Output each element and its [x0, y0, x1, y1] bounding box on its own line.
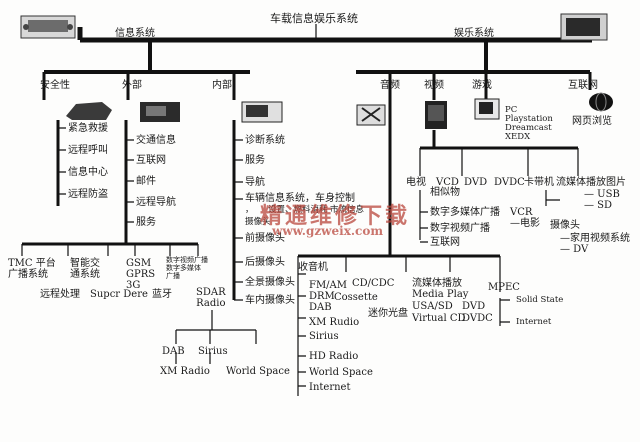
globe-icon: [589, 92, 613, 112]
bluetooth-label: 蓝牙: [152, 289, 172, 300]
safety-device-image: [66, 102, 112, 120]
watermark-text: 精通维修下载: [260, 203, 411, 229]
internal-item: 前摄像头: [245, 233, 285, 244]
solid-state-label: Solid State: [516, 295, 564, 305]
external-item: 远程导航: [136, 197, 176, 208]
mini-disc-label: 迷你光盘: [368, 308, 408, 319]
internal-item: 服务: [245, 155, 265, 166]
sdar-item: XM Radio: [160, 366, 210, 377]
diagnostic-device-image: [241, 101, 283, 123]
video-label: 视频: [424, 80, 444, 91]
internal-item: 导航: [245, 177, 265, 188]
game-console-image: [474, 98, 500, 120]
sdar-item: DAB: [162, 346, 185, 357]
gsm-label: GSM GPRS 3G: [126, 258, 156, 291]
watermark-url: www.gzweix.com: [272, 224, 384, 238]
external-item: 邮件: [136, 176, 156, 187]
internal-item: 诊断系统: [245, 135, 285, 146]
video-screen-image: [425, 101, 447, 129]
radio-item: FM/AM: [309, 280, 348, 291]
internal-item: 后摄像头: [245, 257, 285, 268]
sdar-label: SDAR Radio: [196, 287, 226, 309]
internal-partial: ，: [245, 205, 254, 215]
audio-internet-label: Internet: [516, 317, 552, 327]
audio-player-image: [356, 104, 386, 126]
internal-partial: 设置、燃料消耗: [268, 205, 328, 215]
cassette-player-label: 卡带机: [524, 177, 554, 188]
game-item: XEDX: [505, 132, 531, 142]
video-dvd-label: DVD: [464, 177, 488, 188]
external-item: 互联网: [136, 155, 166, 166]
radio-label: 收音机: [298, 262, 328, 273]
internal-item: 车内摄像头: [245, 295, 295, 306]
game-item: PC: [505, 105, 518, 115]
virtual-cd-label: Virtual CD: [412, 313, 466, 324]
audio-dvdc-label: DVDC: [462, 313, 493, 324]
radio-item: World Space: [309, 367, 373, 378]
radio-item: DRM: [309, 291, 335, 302]
usb-label: — USB: [584, 189, 620, 200]
streaming-pictures-label: 流媒体播放图片: [556, 177, 626, 188]
web-browse-label: 网页浏览: [572, 116, 612, 127]
internet-label: 互联网: [568, 80, 598, 91]
media-play-label: Media Play: [412, 289, 469, 300]
navigation-device-image: [140, 102, 180, 122]
video-item: 数字视频广播: [430, 223, 490, 234]
game-item: Dreamcast: [505, 123, 552, 133]
audio-label: 音频: [380, 80, 400, 91]
car-radio-unit-image: [20, 15, 76, 39]
audio-stream-label: 流媒体播放: [412, 278, 462, 289]
radio-item: HD Radio: [309, 351, 359, 362]
radio-item: XM Rudio: [309, 317, 360, 328]
dv-label: — DV: [560, 244, 589, 255]
entertainment-screen-image: [560, 13, 608, 41]
video-item: 数字多媒体广播: [430, 207, 500, 218]
audio-dvd-label: DVD: [462, 301, 486, 312]
sd-label: — SD: [584, 200, 613, 211]
external-item: 服务: [136, 217, 156, 228]
radio-item: DAB: [309, 302, 332, 313]
video-dvdc-label: DVDC: [494, 177, 525, 188]
root-title: 车载信息娱乐系统: [270, 12, 358, 25]
internal-item: 全景摄像头: [245, 277, 295, 288]
sdar-item: World Space: [226, 366, 290, 377]
internal-label: 内部: [212, 80, 232, 91]
home-video-label: —家用视频系统: [560, 233, 630, 244]
vcd-label: VCD: [436, 177, 459, 188]
internal-item: 车辆信息系统，车身控制: [245, 193, 355, 204]
usa-sd-label: USA/SD: [412, 301, 453, 312]
safety-item: 远程防盗: [68, 189, 108, 200]
entertainment-label: 娱乐系统: [454, 28, 494, 39]
video-item: 互联网: [430, 237, 460, 248]
tv-label: 电视: [406, 177, 426, 188]
safety-item: 远程呼叫: [68, 145, 108, 156]
game-item: Playstation: [505, 114, 553, 124]
digital-media-label: 数字视频广播 数字多媒体 广播: [166, 256, 208, 280]
safety-item: 信息中心: [68, 167, 108, 178]
tmc-label: TMC 平台 广播系统: [8, 258, 56, 280]
super-label: Supcr Dere: [90, 289, 148, 300]
safety-item: 紧急救援: [68, 123, 108, 134]
safety-label: 安全性: [40, 80, 70, 91]
external-label: 外部: [122, 80, 142, 91]
info-system-label: 信息系统: [115, 28, 155, 39]
its-label: 智能交 通系统: [70, 258, 100, 280]
radio-item: Sirius: [309, 331, 339, 342]
sdar-item: Sirius: [198, 346, 228, 357]
camera-label: 摄像头: [550, 220, 580, 231]
radio-item: Internet: [309, 382, 351, 393]
external-item: 交通信息: [136, 135, 176, 146]
remote-processing-label: 远程处理: [40, 289, 80, 300]
cd-cdc-label: CD/CDC: [352, 278, 395, 289]
internal-partial: 摄像头: [245, 217, 271, 227]
mpec-label: MPEC: [488, 282, 520, 293]
internal-partial: 市流信息: [330, 205, 365, 215]
cassette-label: Cossette: [334, 292, 378, 303]
games-label: 游戏: [472, 80, 492, 91]
similar-label: 相似物: [430, 187, 460, 198]
vcr-label: VCR —电影: [510, 207, 540, 229]
